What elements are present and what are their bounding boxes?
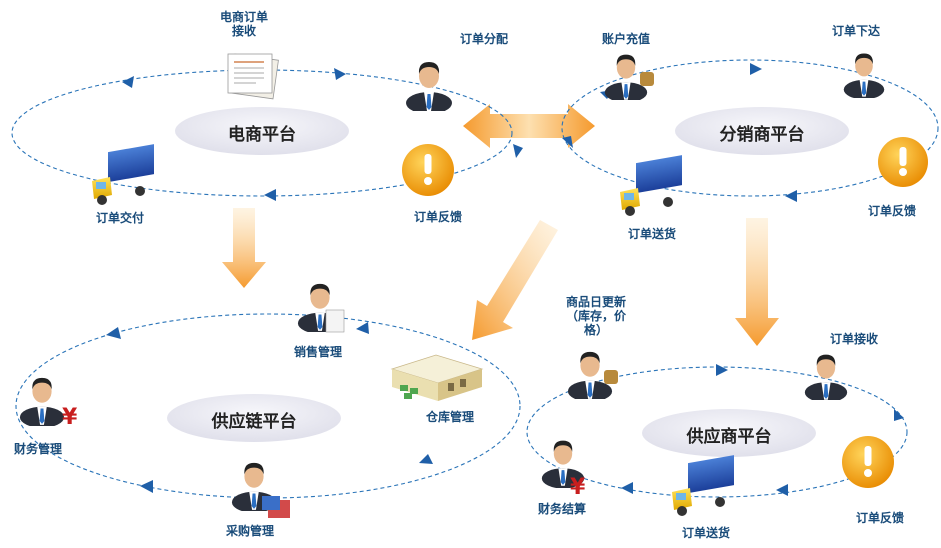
label-supplier-update-line3: 格） (583, 323, 608, 337)
arrow-ecommerce-to-supply (222, 208, 266, 288)
label-supply-sales: 销售管理 (293, 345, 342, 359)
document-icon (227, 53, 279, 100)
label-ecommerce-deliver: 订单交付 (95, 211, 144, 225)
label-supply-purchase: 采购管理 (225, 524, 274, 538)
truck-icon-distributor (620, 155, 682, 216)
label-supply-finance: 财务管理 (13, 442, 62, 456)
cycle-ecommerce (11, 69, 513, 197)
label-ecommerce-feedback: 订单反馈 (413, 210, 462, 224)
warehouse-icon (390, 354, 484, 401)
label-distributor-recharge: 账户充值 (601, 32, 650, 46)
platform-supplier: 供应商平台 (686, 427, 772, 447)
label-supplier-receive: 订单接收 (829, 332, 878, 346)
label-ecommerce-distribute: 订单分配 (459, 32, 508, 46)
label-supplier-feedback: 订单反馈 (855, 511, 904, 525)
arrow-bidirectional (463, 104, 595, 148)
cycle-distributor (561, 59, 939, 197)
person-finance-icon: ¥ (19, 377, 78, 430)
label-distributor-feedback: 订单反馈 (867, 204, 916, 218)
truck-icon-ecommerce (92, 144, 154, 205)
label-ecommerce-receive-line1: 电商订单 (219, 10, 268, 24)
platform-supply-chain: 供应链平台 (211, 412, 297, 432)
alert-icon-distributor (878, 137, 928, 187)
platform-pill-supply-chain (167, 394, 341, 442)
label-supplier-update: 商品日更新 （库存，价 格） (554, 295, 638, 337)
person-sales-icon (297, 283, 345, 333)
label-ecommerce-receive: 电商订单 接收 (212, 10, 276, 38)
label-distributor-ship: 订单送货 (627, 227, 676, 241)
platform-distributor: 分销商平台 (719, 125, 805, 145)
arrow-distributor-to-supplier (735, 218, 779, 346)
label-supplier-update-line2: （库存，价 (565, 309, 626, 323)
currency-yen-icon: ¥ (570, 475, 586, 500)
label-supplier-update-line1: 商品日更新 (565, 295, 626, 309)
person-settle-icon: ¥ (541, 440, 586, 500)
truck-icon-supplier (672, 455, 734, 516)
person-dispatch-icon (406, 62, 452, 111)
person-order-icon (843, 53, 885, 98)
person-update-icon (567, 351, 618, 399)
arrow-diagonal-to-supply (472, 220, 558, 340)
label-supply-warehouse: 仓库管理 (425, 410, 474, 424)
platform-pill-distributor (675, 107, 849, 155)
platform-pill-ecommerce (175, 107, 349, 155)
label-ecommerce-receive-line2: 接收 (231, 24, 256, 38)
alert-icon-ecommerce (402, 144, 454, 196)
cycle-supply-chain (15, 313, 521, 499)
person-purchase-icon (231, 462, 290, 518)
label-distributor-place-order: 订单下达 (831, 24, 880, 38)
alert-icon-supplier (842, 436, 894, 488)
person-receive-icon (804, 354, 848, 400)
platform-ecommerce: 电商平台 (228, 125, 296, 145)
person-recharge-icon (604, 54, 654, 100)
label-supplier-settle: 财务结算 (537, 502, 586, 516)
label-supplier-ship: 订单送货 (681, 526, 730, 540)
platform-pill-supplier (642, 409, 816, 457)
currency-yen-icon: ¥ (62, 405, 78, 430)
